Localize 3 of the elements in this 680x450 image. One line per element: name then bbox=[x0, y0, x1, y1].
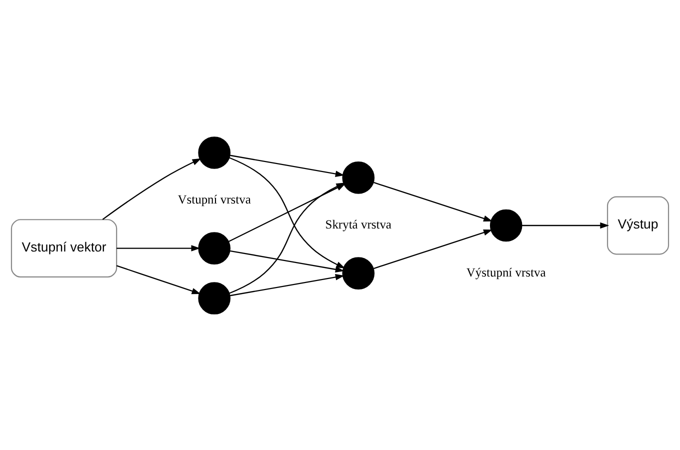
label: Výstupní vrstva bbox=[466, 264, 546, 279]
label: Skrytá vrstva bbox=[325, 217, 392, 232]
label: Vstupní vrstva bbox=[178, 192, 251, 206]
